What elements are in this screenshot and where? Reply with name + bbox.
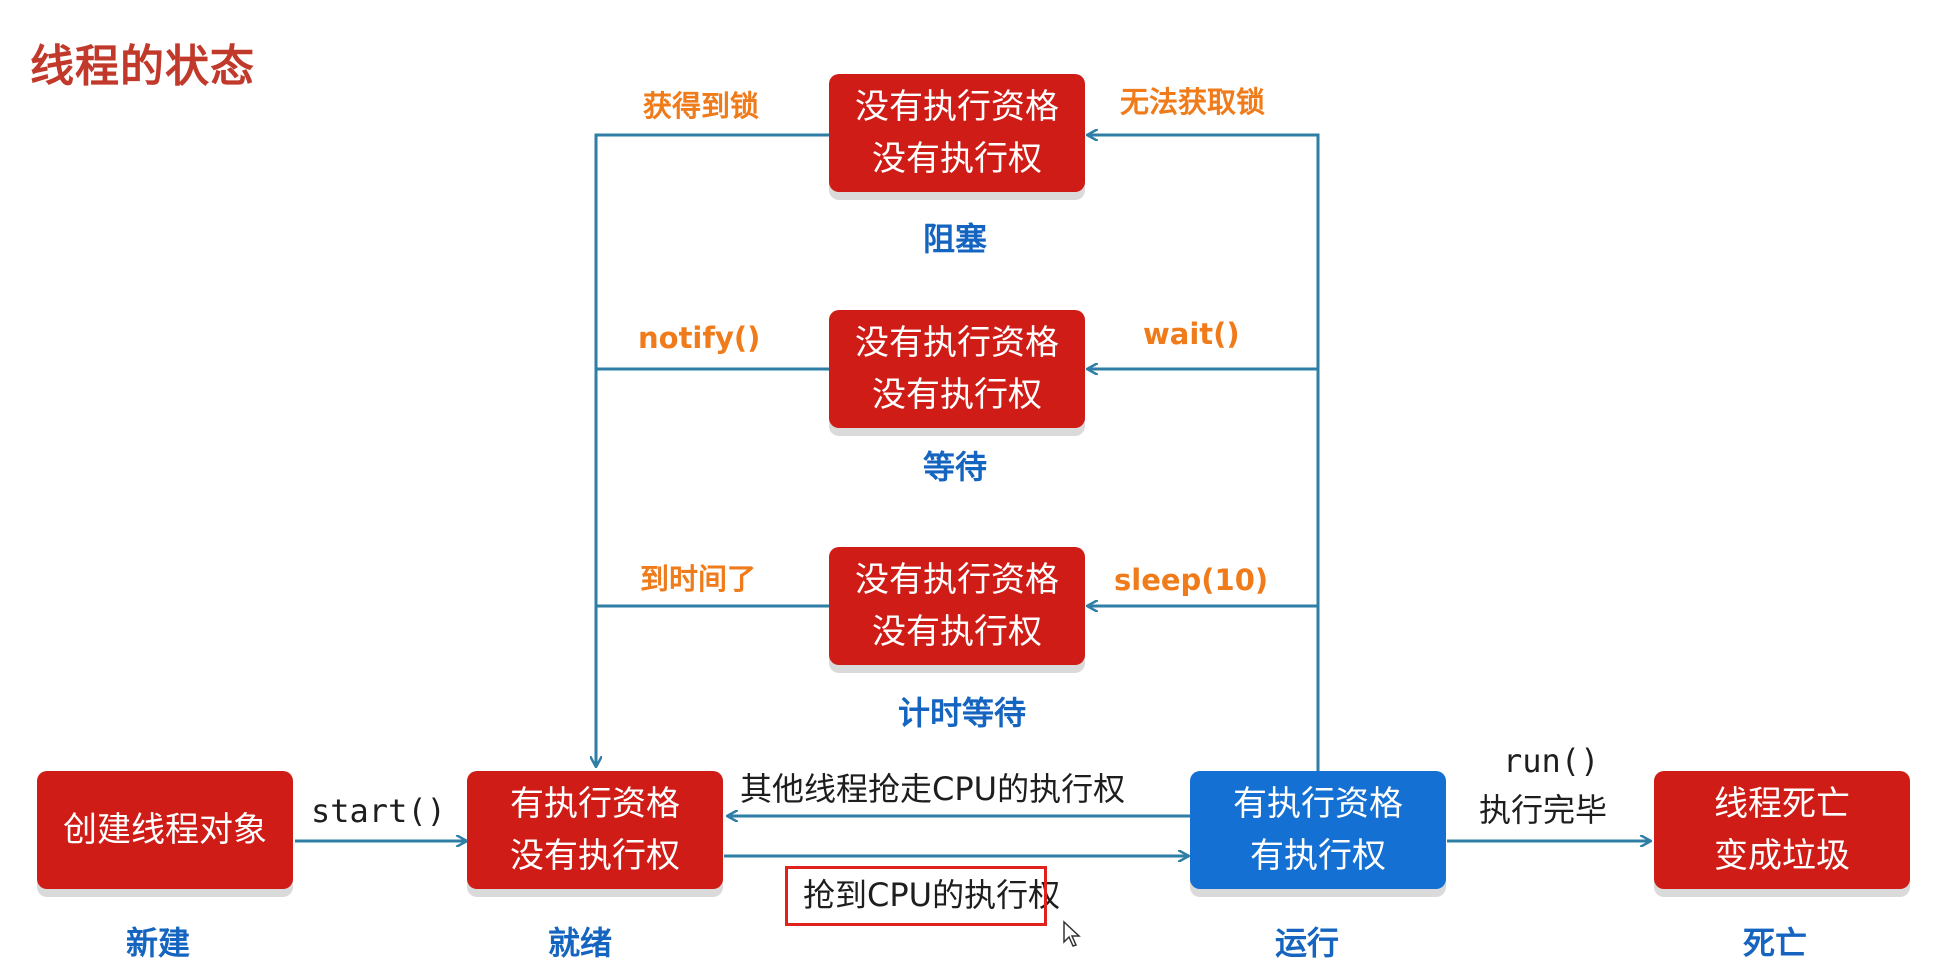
state-running-line1: 有执行资格 [1233,784,1403,824]
transition-run-finished-label: 执行完毕 [1479,791,1608,829]
state-runnable-box: 有执行资格 没有执行权 [467,771,723,889]
state-running-label: 运行 [1274,924,1340,962]
state-dead-label: 死亡 [1742,924,1808,962]
state-new-box: 创建线程对象 [37,771,293,889]
state-waiting-line1: 没有执行资格 [855,323,1059,363]
state-timed-waiting-label: 计时等待 [897,694,1027,732]
state-timed-waiting-line2: 没有执行权 [872,612,1042,652]
arrow-got-lock [596,133,829,766]
state-blocked-line2: 没有执行权 [872,139,1042,179]
state-runnable-line2: 没有执行权 [510,836,680,876]
transition-wait-label: wait() [1143,317,1240,351]
state-waiting-line2: 没有执行权 [872,375,1042,415]
page-title: 线程的状态 [30,41,255,92]
transition-start-label: start() [311,792,446,830]
transition-no-lock-label: 无法获取锁 [1120,85,1266,119]
transition-got-lock-label: 获得到锁 [643,89,760,123]
transition-notify-label: notify() [638,321,761,355]
transition-sleep-label: sleep(10) [1114,563,1269,597]
state-runnable-line1: 有执行资格 [510,784,680,824]
arrow-no-lock [1088,135,1320,771]
state-waiting-box: 没有执行资格 没有执行权 [829,310,1085,428]
state-blocked-label: 阻塞 [922,220,988,258]
state-blocked-box: 没有执行资格 没有执行权 [829,74,1085,192]
state-dead-line2: 变成垃圾 [1714,836,1850,876]
state-running-box: 有执行资格 有执行权 [1190,771,1446,889]
mouse-pointer-icon [1063,920,1081,947]
state-new-text: 创建线程对象 [63,810,267,850]
state-blocked-line1: 没有执行资格 [855,87,1059,127]
transition-timeout-label: 到时间了 [640,562,757,596]
got-cpu-highlight-box [785,866,1047,926]
transition-got-cpu-label: 抢到CPU的执行权 [803,876,1061,914]
state-timed-waiting-box: 没有执行资格 没有执行权 [829,547,1085,665]
state-waiting-label: 等待 [922,448,988,486]
state-runnable-label: 就绪 [547,924,613,962]
state-dead-box: 线程死亡 变成垃圾 [1654,771,1910,889]
transition-run-label: run() [1503,742,1600,780]
state-running-line2: 有执行权 [1250,836,1386,876]
state-new-label: 新建 [125,924,191,962]
transition-preempted-label: 其他线程抢走CPU的执行权 [740,770,1126,808]
state-timed-waiting-line1: 没有执行资格 [855,560,1059,600]
state-dead-line1: 线程死亡 [1714,784,1850,824]
